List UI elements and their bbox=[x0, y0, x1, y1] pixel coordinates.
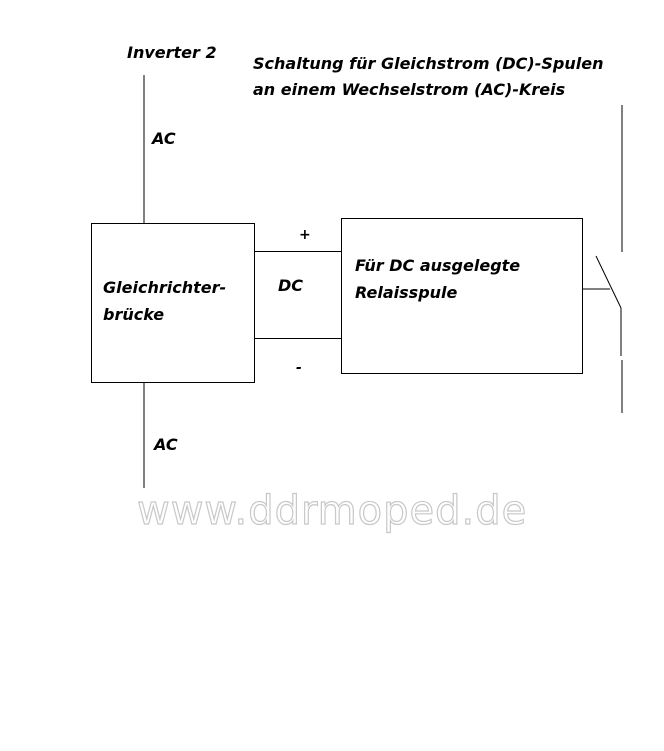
switch-contact-blade bbox=[595, 255, 622, 309]
relay-coil-block bbox=[341, 218, 583, 374]
diagram-title-line1: Schaltung für Gleichstrom (DC)-Spulen bbox=[253, 54, 603, 73]
ac-label-top: AC bbox=[150, 129, 176, 148]
rectifier-label-line2: brücke bbox=[103, 305, 164, 324]
relay-label-line2: Relaisspule bbox=[355, 283, 458, 302]
ac-label-bottom: AC bbox=[152, 435, 178, 454]
rectifier-bridge-block bbox=[91, 223, 255, 383]
source-label: Inverter 2 bbox=[127, 43, 217, 62]
watermark: www.ddrmoped.de bbox=[137, 488, 527, 534]
relay-label-line1: Für DC ausgelegte bbox=[355, 256, 520, 275]
plus-sign: + bbox=[299, 227, 311, 243]
dc-label: DC bbox=[278, 276, 303, 295]
minus-sign: - bbox=[296, 360, 302, 376]
rectifier-label-line1: Gleichrichter- bbox=[103, 278, 226, 297]
diagram-title-line2: an einem Wechselstrom (AC)-Kreis bbox=[253, 80, 565, 99]
